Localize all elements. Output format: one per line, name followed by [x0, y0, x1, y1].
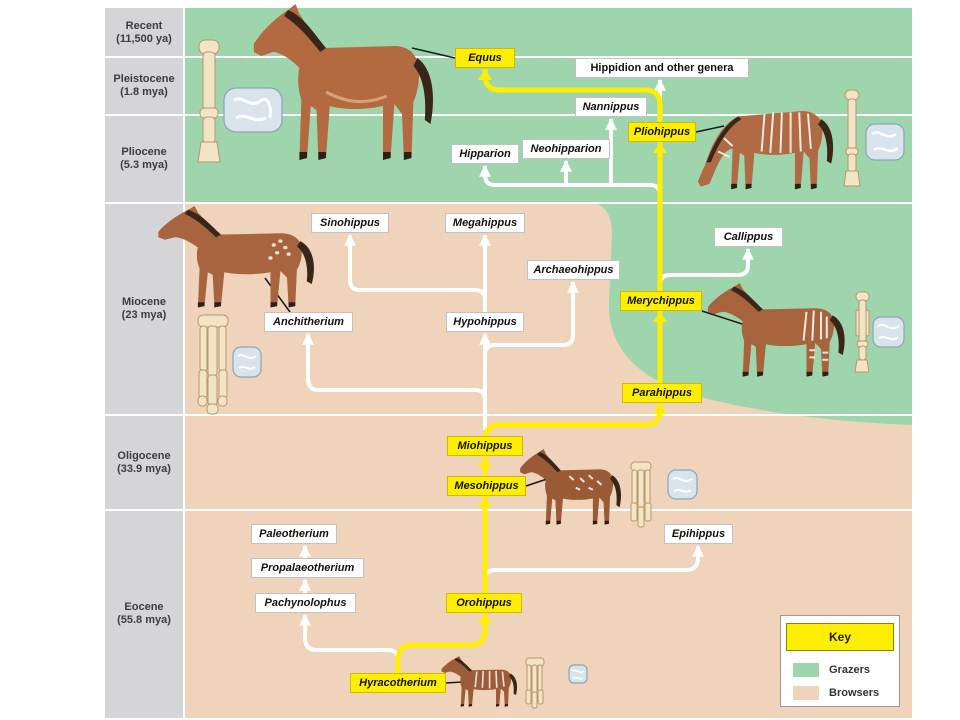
browsers-swatch	[793, 686, 819, 700]
epoch-age: (11,500 ya)	[116, 32, 172, 45]
genus-hyracotherium: Hyracotherium	[350, 673, 446, 693]
merychippus-foot-bones	[854, 291, 870, 373]
genus-megahippus: Megahippus	[445, 213, 525, 233]
genus-paleotherium: Paleotherium	[251, 524, 337, 544]
epoch-age: (33.9 mya)	[117, 462, 171, 475]
epoch-name: Oligocene	[117, 449, 171, 462]
key-title: Key	[786, 623, 894, 651]
key-label-grazers: Grazers	[829, 664, 870, 676]
equus-tooth	[223, 87, 283, 133]
genus-orohippus: Orohippus	[446, 593, 522, 613]
genus-hypohippus: Hypohippus	[446, 312, 524, 332]
genus-archaeohippus: Archaeohippus	[527, 260, 620, 280]
branch-to-sinohippus	[344, 233, 487, 301]
genus-anchitherium: Anchitherium	[264, 312, 353, 332]
hyracotherium-tooth	[568, 664, 588, 684]
epoch-age: (1.8 mya)	[120, 86, 168, 98]
genus-hippidion: Hippidion and other genera	[575, 58, 749, 78]
epoch-miocene: Miocene (23 mya)	[105, 203, 183, 415]
genus-propalaeotherium: Propalaeotherium	[251, 558, 364, 578]
genus-pachynolophus: Pachynolophus	[255, 593, 356, 613]
equus-horse	[253, 4, 434, 160]
epoch-pliocene: Pliocene (5.3 mya)	[105, 115, 183, 203]
genus-pliohippus: Pliohippus	[628, 122, 696, 142]
anchitherium-foot-bones	[197, 314, 229, 415]
hyracotherium-horse	[441, 656, 518, 707]
anchitherium-horse	[158, 206, 314, 308]
equus-foot-bones	[197, 39, 221, 163]
anchitherium-tooth	[232, 346, 262, 378]
branch-to-archaeohippus	[483, 280, 579, 356]
genus-sinohippus: Sinohippus	[311, 213, 389, 233]
grazers-swatch	[793, 663, 819, 677]
genus-miohippus: Miohippus	[447, 436, 523, 456]
legend-key: Key Grazers Browsers	[780, 615, 900, 707]
epoch-oligocene: Oligocene (33.9 mya)	[105, 415, 183, 510]
genus-equus: Equus	[455, 48, 515, 68]
key-item-browsers: Browsers	[793, 685, 897, 701]
key-label-browsers: Browsers	[829, 687, 880, 699]
epoch-age: (23 mya)	[121, 309, 167, 321]
genus-callippus: Callippus	[714, 227, 783, 247]
genus-hipparion: Hipparion	[451, 144, 519, 164]
genus-parahippus: Parahippus	[622, 383, 702, 403]
epoch-age: (5.3 mya)	[120, 159, 168, 171]
pliohippus-tooth	[865, 123, 905, 161]
hyracotherium-foot-bones	[525, 657, 545, 709]
epoch-name: Eocene	[124, 601, 164, 613]
pliohippus-foot-bones	[843, 89, 861, 187]
epoch-age: (55.8 mya)	[117, 614, 171, 626]
key-item-grazers: Grazers	[793, 662, 897, 678]
mesohippus-tooth	[667, 469, 698, 500]
epoch-name: Pleistocene	[113, 73, 175, 85]
epoch-column	[105, 8, 183, 718]
mesohippus-horse	[520, 449, 622, 525]
main-lineage-arrowheads	[478, 69, 667, 624]
mesohippus-foot-bones	[630, 461, 652, 528]
merychippus-horse	[707, 283, 845, 377]
genus-merychippus: Merychippus	[620, 291, 702, 311]
epoch-name: Pliocene	[121, 146, 167, 158]
epoch-name: Miocene	[121, 296, 166, 308]
genus-mesohippus: Mesohippus	[447, 476, 526, 496]
pliohippus-horse	[697, 111, 834, 190]
epoch-recent: Recent (11,500 ya)	[105, 8, 183, 57]
merychippus-tooth	[872, 316, 905, 348]
epoch-name: Recent	[125, 19, 163, 32]
epoch-eocene: Eocene (55.8 mya)	[105, 510, 183, 718]
epoch-pleistocene: Pleistocene (1.8 mya)	[105, 57, 183, 115]
genus-nannippus: Nannippus	[575, 97, 647, 117]
main-lineage-line	[395, 69, 663, 673]
genus-epihippus: Epihippus	[664, 524, 733, 544]
genus-neohipparion: Neohipparion	[522, 139, 610, 159]
